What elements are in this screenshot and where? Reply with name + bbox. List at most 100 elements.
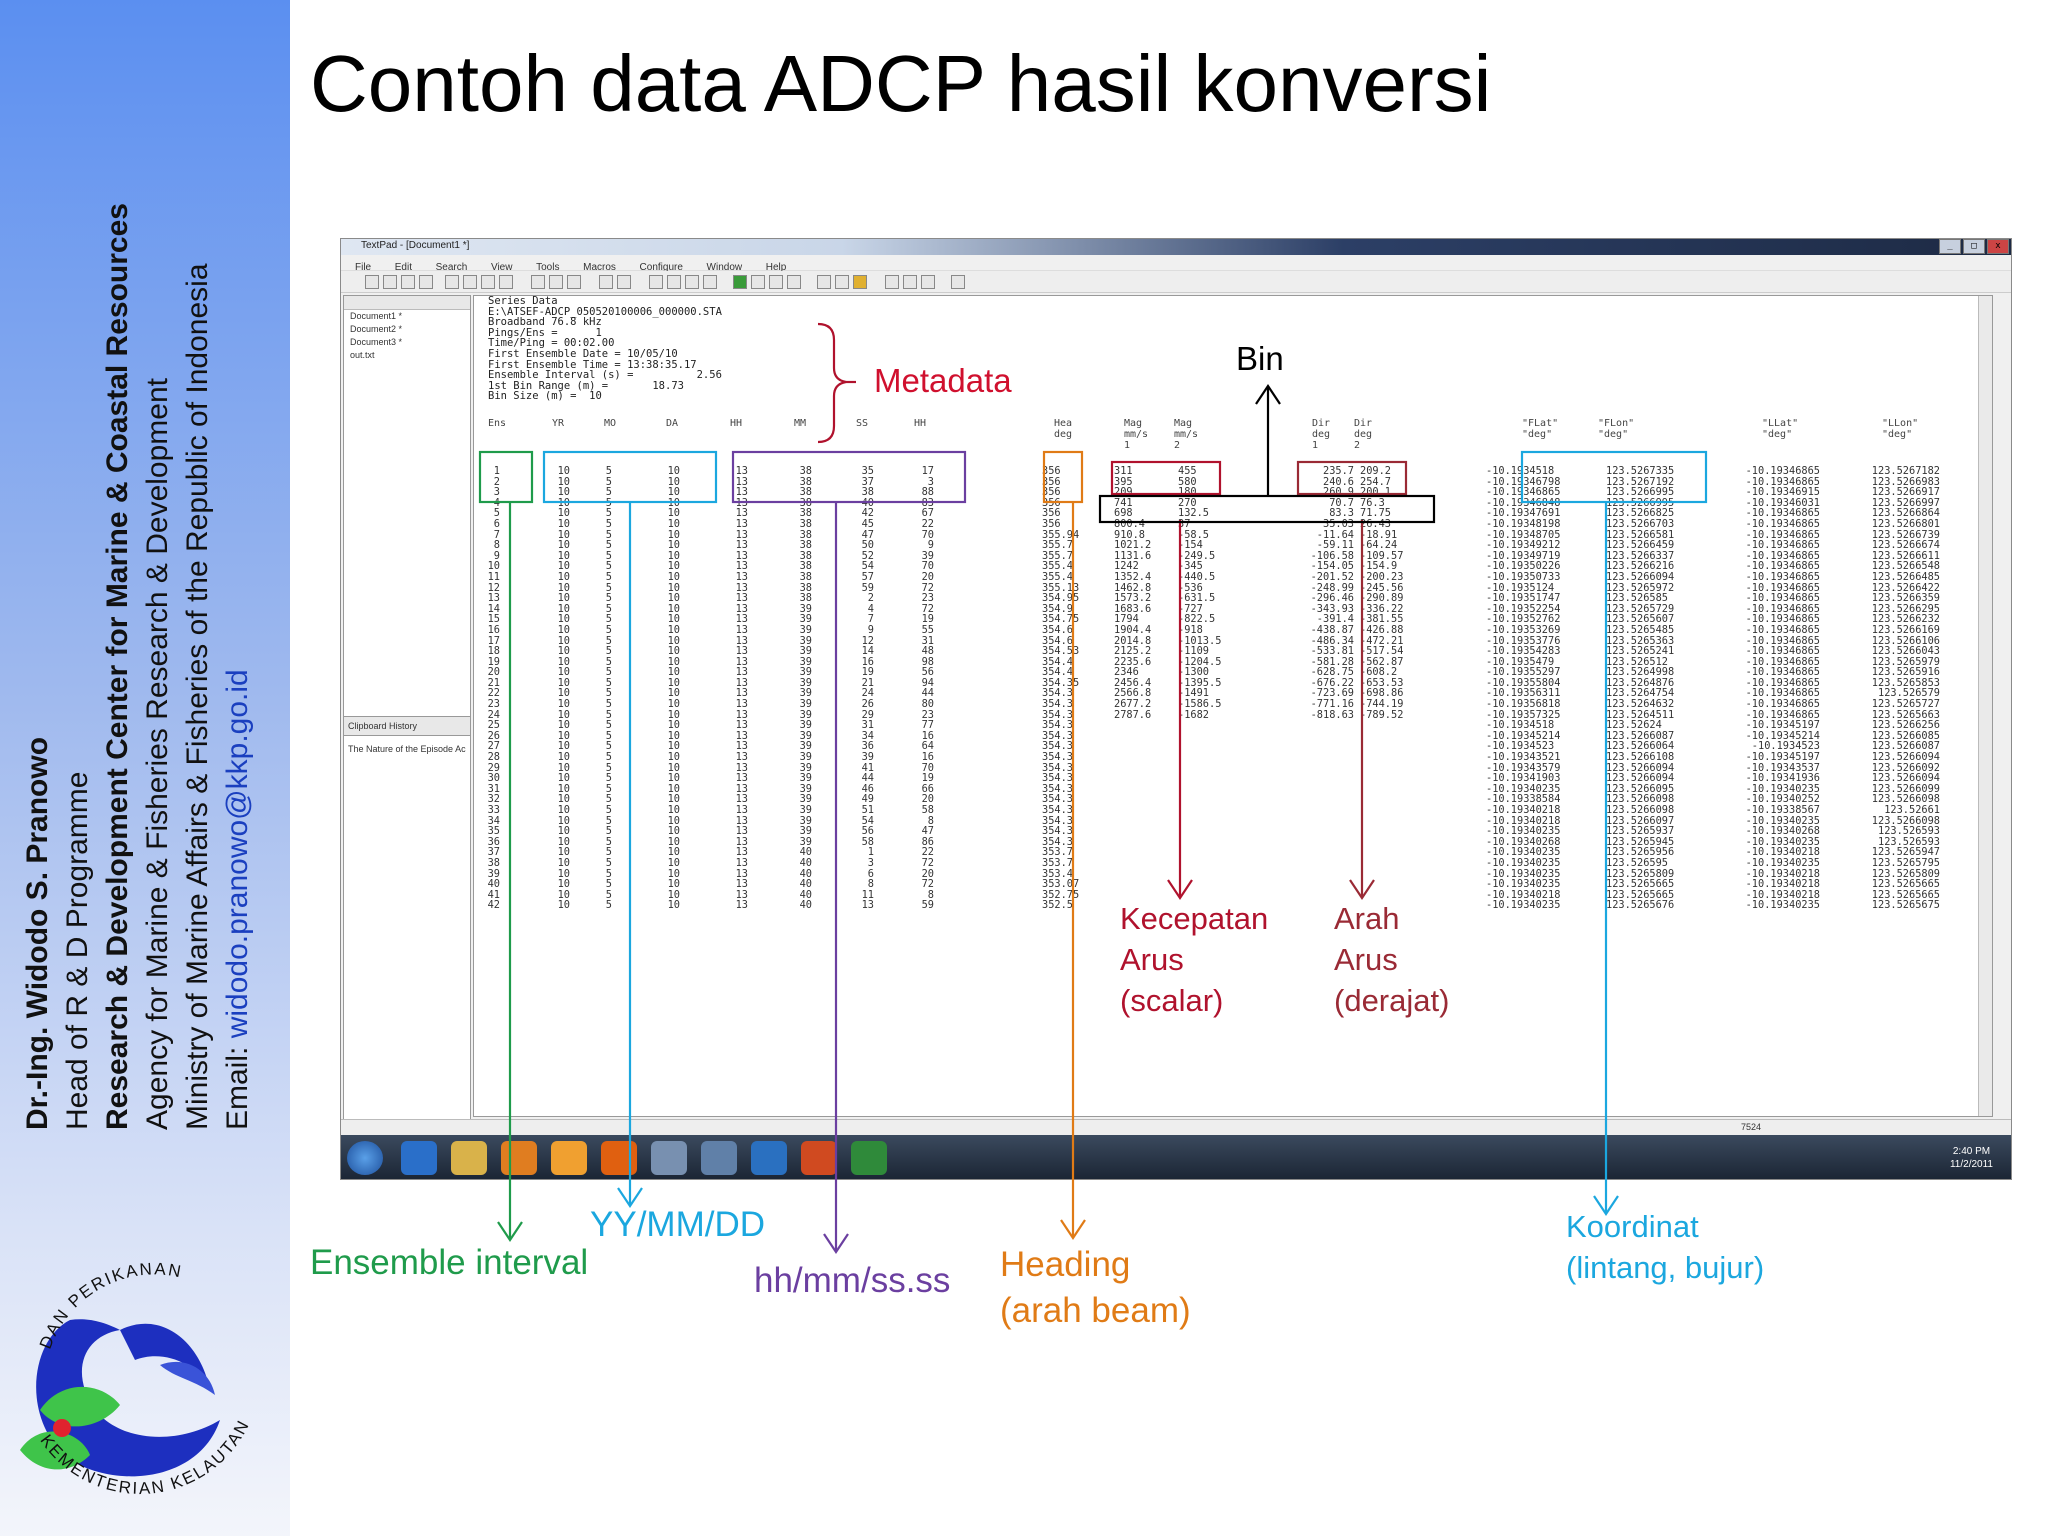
help-icon[interactable] (951, 275, 965, 289)
network-icon[interactable] (751, 1141, 787, 1175)
table-cell: 123.5266099 (1871, 782, 1940, 795)
maximize-icon[interactable]: □ (1963, 239, 1985, 254)
new-icon[interactable] (365, 275, 379, 289)
table-cell: 9 (493, 549, 500, 562)
doc-item[interactable]: Document2 * (350, 324, 403, 334)
metadata-line: Pings/Ens = 1 (488, 326, 602, 339)
app-icon[interactable] (551, 1141, 587, 1175)
file-icon[interactable] (651, 1141, 687, 1175)
table-cell: 10 (667, 613, 680, 626)
paste-icon[interactable] (567, 275, 581, 289)
tool1-icon[interactable] (817, 275, 831, 289)
clipboard-history-header[interactable]: Clipboard History (344, 716, 470, 736)
open-icon[interactable] (383, 275, 397, 289)
textpad-icon[interactable] (701, 1141, 737, 1175)
forward-icon[interactable] (921, 275, 935, 289)
redo-icon[interactable] (617, 275, 631, 289)
paragraph-icon[interactable] (703, 275, 717, 289)
print-icon[interactable] (445, 275, 459, 289)
firefox-icon[interactable] (601, 1141, 637, 1175)
table-cell: 5 (605, 835, 612, 848)
doc-item[interactable]: Document3 * (350, 337, 403, 347)
table-cell: 10 (667, 517, 680, 530)
save-all-icon[interactable] (419, 275, 433, 289)
metadata-line: Time/Ping = 00:02.00 (488, 337, 615, 350)
media-player-icon[interactable] (501, 1141, 537, 1175)
table-cell: 38 (799, 465, 812, 477)
column-header-flon: "FLon" "deg" (1598, 418, 1635, 440)
table-cell: 39 (799, 645, 812, 658)
table-cell: 10 (557, 666, 570, 679)
doc-item[interactable]: Document1 * (350, 311, 403, 321)
table-cell: 2125.2 (1114, 645, 1152, 658)
table-cell: 5 (605, 528, 612, 541)
print-preview-icon[interactable] (463, 275, 477, 289)
date-label: YY/MM/DD (590, 1205, 765, 1244)
email-link[interactable]: widodo.pranowo@kkp.go.id (221, 669, 254, 1039)
menu-search[interactable]: Search (435, 262, 468, 273)
table-cell: 10 (557, 570, 570, 583)
table-cell: 38 (799, 570, 812, 583)
table-cell: -1013.5 (1178, 634, 1222, 647)
table-cell: 13 (735, 570, 748, 583)
tool3-icon[interactable] (853, 275, 867, 289)
menu-view[interactable]: View (490, 262, 513, 273)
table-cell: 123.5264754 (1606, 687, 1675, 700)
wrap-icon[interactable] (649, 275, 663, 289)
copy-icon[interactable] (549, 275, 563, 289)
table-cell: 54 (861, 814, 874, 827)
column-header-mo: MO (604, 418, 617, 429)
table-cell: 13 (735, 793, 748, 806)
start-button-icon[interactable] (347, 1141, 383, 1175)
undo-icon[interactable] (599, 275, 613, 289)
clipboard-item[interactable]: The Nature of the Episode Ac (348, 744, 466, 754)
table-cell: 10 (557, 814, 570, 827)
table-cell: 5 (605, 676, 612, 689)
table-cell: 42 (487, 899, 500, 912)
table-cell: 2677.2 (1114, 698, 1152, 711)
menu-window[interactable]: Window (706, 262, 743, 273)
compare-icon[interactable] (787, 275, 801, 289)
table-cell: 123.5265729 (1606, 602, 1675, 615)
minimize-icon[interactable]: _ (1939, 239, 1961, 254)
indent-icon[interactable] (667, 275, 681, 289)
menu-help[interactable]: Help (765, 262, 787, 273)
table-cell: 13 (487, 592, 500, 605)
menu-edit[interactable]: Edit (394, 262, 412, 273)
menu-tools[interactable]: Tools (536, 262, 560, 273)
table-cell: 5 (605, 623, 612, 636)
vertical-scrollbar[interactable] (1978, 296, 1992, 1116)
find-icon[interactable] (499, 275, 513, 289)
excel-icon[interactable] (851, 1141, 887, 1175)
doc-item[interactable]: out.txt (350, 350, 375, 360)
table-cell: -10.19348705 (1486, 528, 1561, 541)
explorer-icon[interactable] (451, 1141, 487, 1175)
table-cell: -10.19346865 (1745, 666, 1820, 679)
sort-icon[interactable] (769, 275, 783, 289)
spell-icon[interactable] (481, 275, 495, 289)
save-icon[interactable] (401, 275, 415, 289)
menu-macros[interactable]: Macros (583, 262, 616, 273)
table-cell: 20 (921, 570, 934, 583)
cut-icon[interactable] (531, 275, 545, 289)
ie-icon[interactable] (401, 1141, 437, 1175)
menu-configure[interactable]: Configure (639, 262, 683, 273)
run-icon[interactable] (733, 275, 747, 289)
table-cell: 39 (799, 613, 812, 626)
table-cell: 5 (605, 687, 612, 700)
system-clock[interactable]: 2:40 PM 11/2/2011 (1950, 1145, 1993, 1171)
column-header-ss: SS (856, 418, 869, 429)
tool2-icon[interactable] (835, 275, 849, 289)
sidebar: Dr.-Ing. Widodo S. Pranowo Head of R & D… (0, 0, 290, 1536)
record-icon[interactable] (885, 275, 899, 289)
table-cell: 40 (799, 856, 812, 869)
back-icon[interactable] (903, 275, 917, 289)
menu-file[interactable]: File (355, 262, 372, 273)
close-icon[interactable]: x (1987, 239, 2009, 254)
table-cell: 9 (867, 623, 874, 636)
outdent-icon[interactable] (685, 275, 699, 289)
powerpoint-icon[interactable] (801, 1141, 837, 1175)
spellcheck-icon[interactable] (751, 275, 765, 289)
